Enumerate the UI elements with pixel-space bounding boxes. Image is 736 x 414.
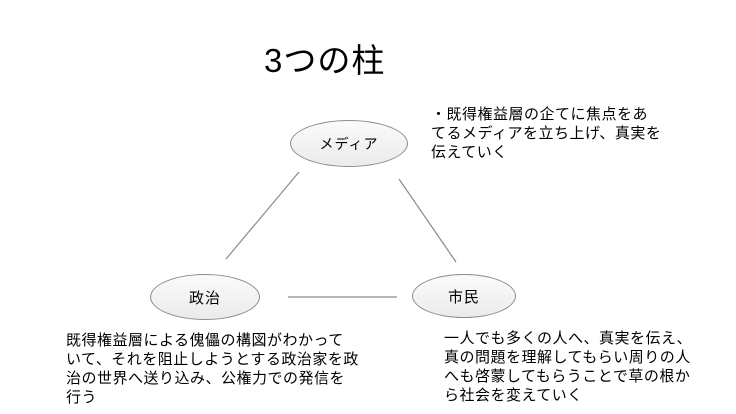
- node-citizens-label: 市民: [447, 288, 480, 306]
- node-politics-label: 政治: [188, 289, 221, 307]
- node-citizens-ellipse: 市民: [412, 274, 516, 318]
- note-politics: 既得権益層による傀儡の構図がわかって いて、それを阻止しようとする政治家を政 治…: [66, 332, 359, 406]
- node-media-ellipse: メディア: [290, 120, 408, 167]
- node-politics-ellipse: 政治: [150, 274, 260, 320]
- node-media-label: メディア: [319, 135, 379, 152]
- note-citizens: 一人でも多くの人へ、真実を伝え、 真の問題を理解してもらい周りの人 へも啓蒙して…: [444, 330, 693, 404]
- slide-title: 3つの柱: [264, 42, 386, 79]
- note-media: ・既得権益層の企てに焦点をあ てるメディアを立ち上げ、真実を 伝えていく: [431, 106, 662, 161]
- connector-media-citizens: [398, 178, 457, 263]
- connector-media-politics: [225, 171, 300, 260]
